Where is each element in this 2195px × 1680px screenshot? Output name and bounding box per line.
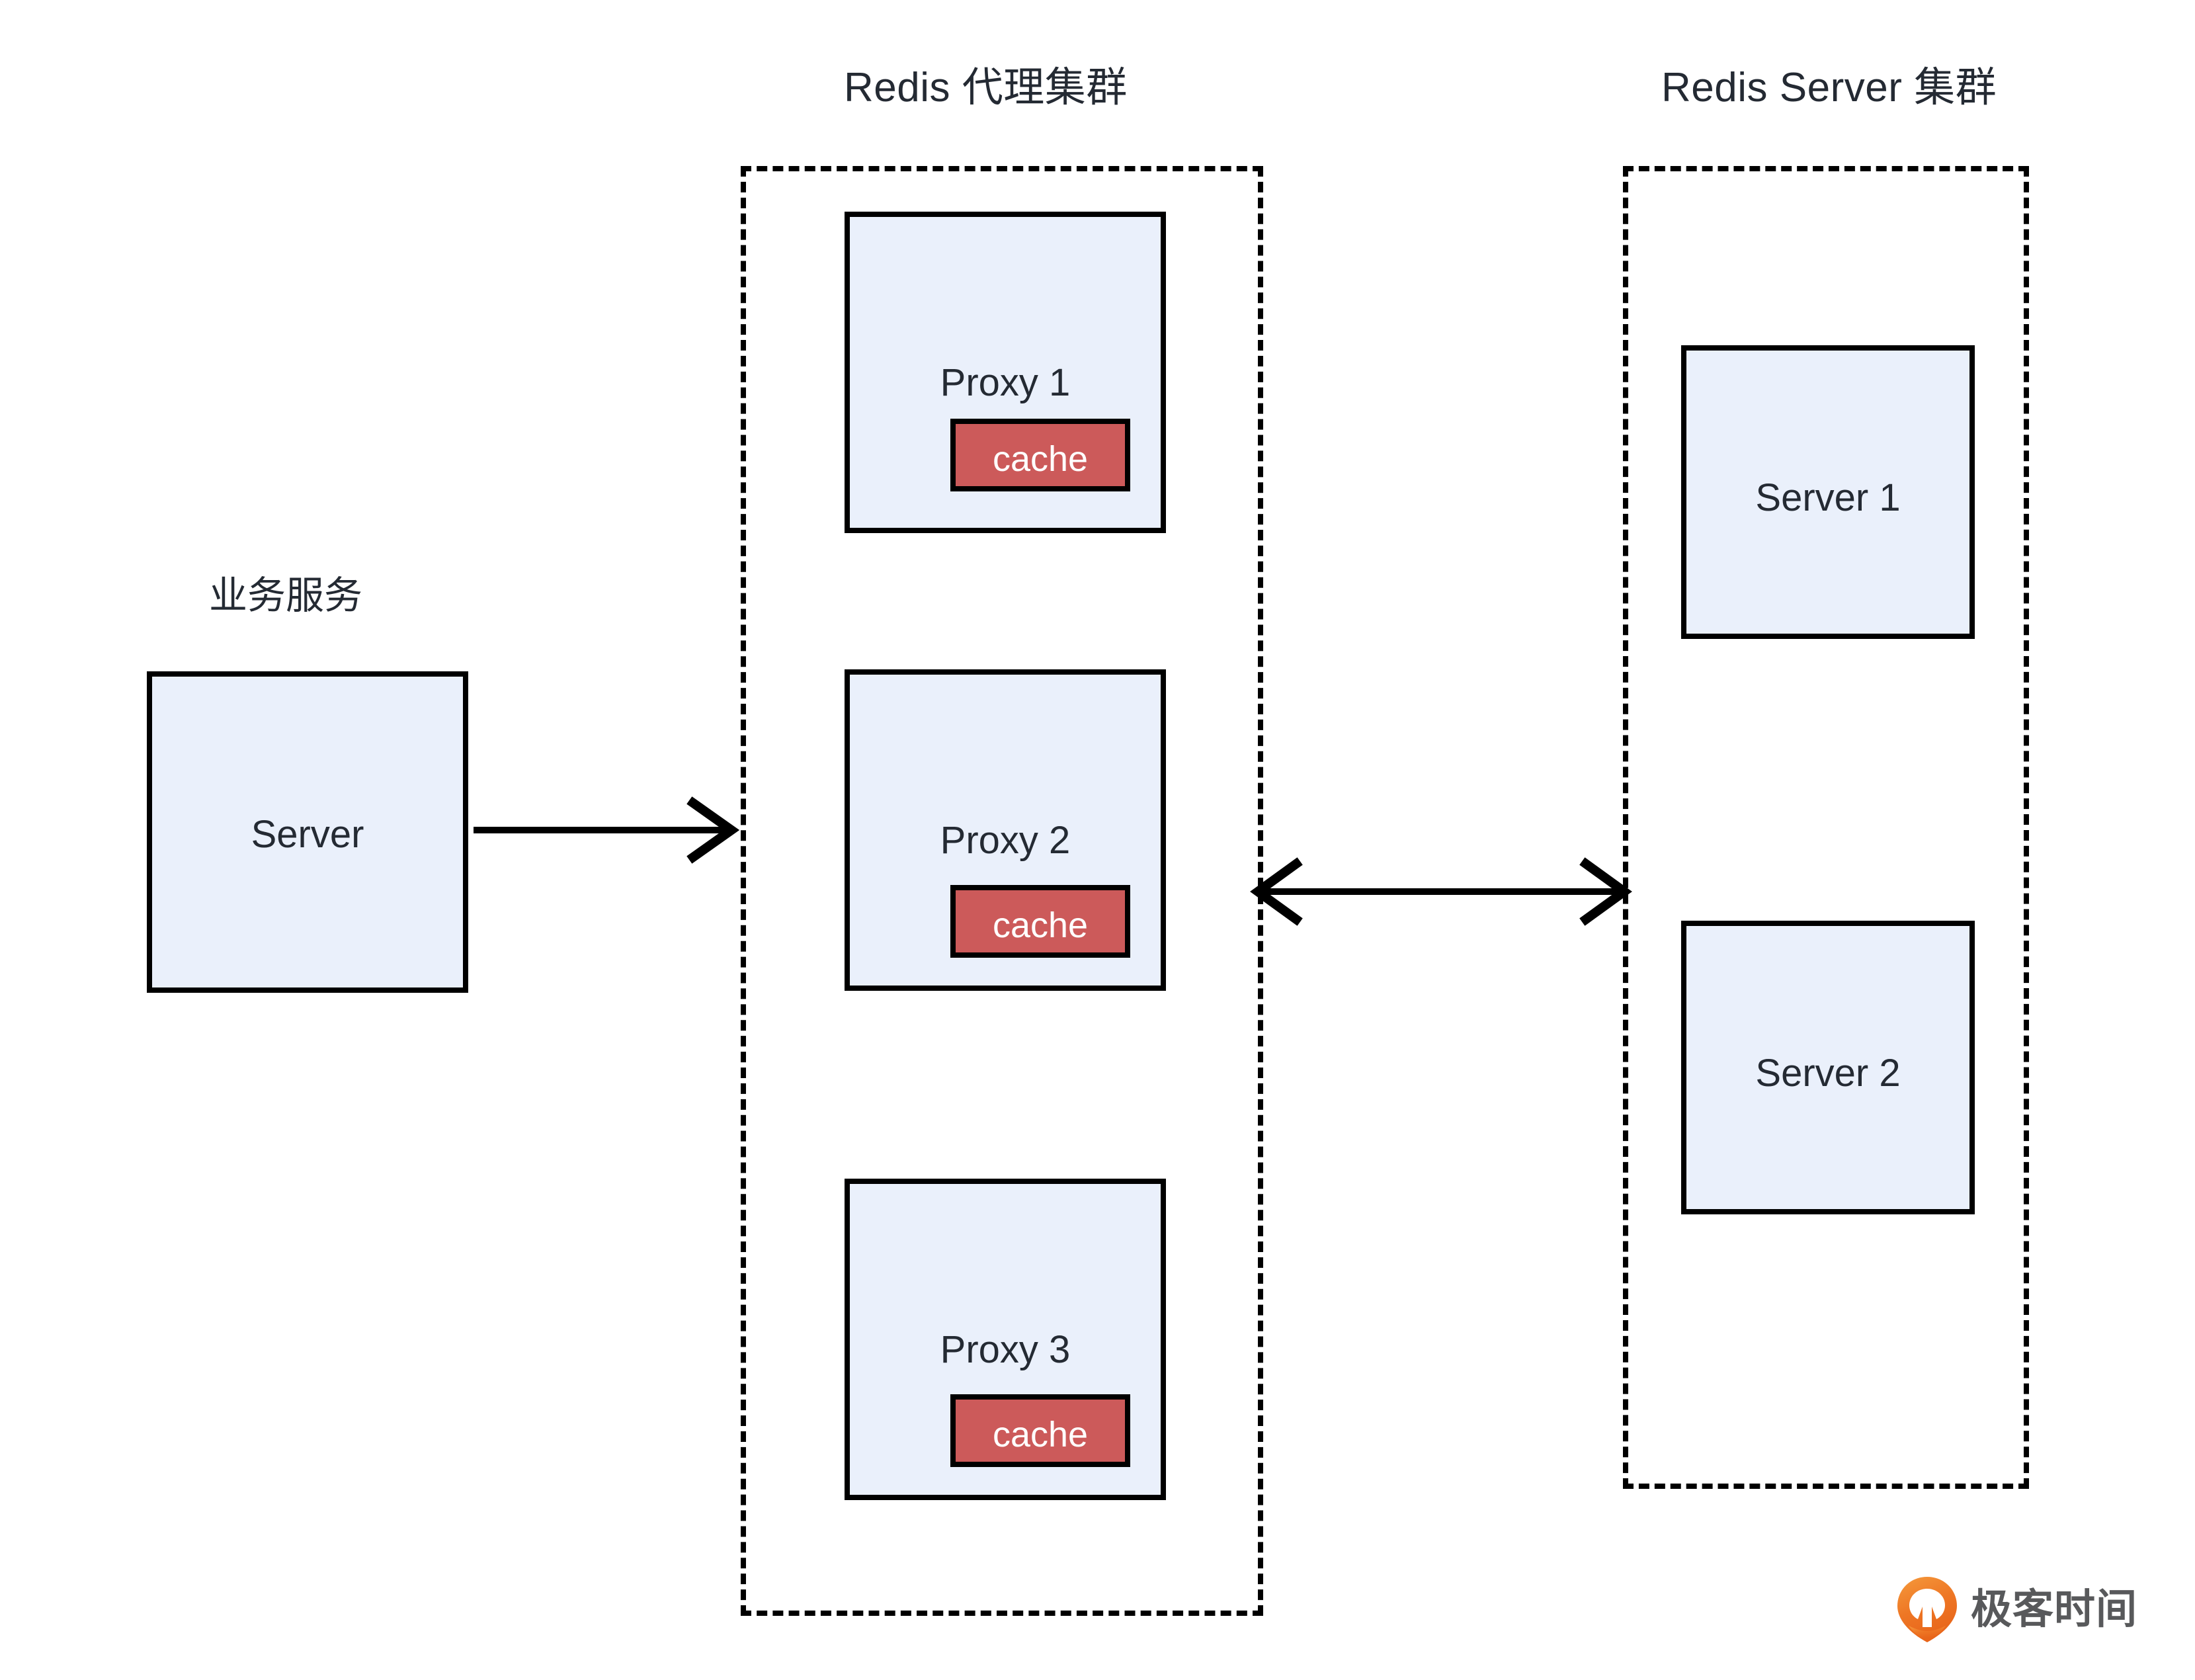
business-service-label: 业务服务 <box>209 574 363 617</box>
proxy-3-cache-label: cache <box>992 1415 1089 1454</box>
arrow-head-right <box>1579 857 1632 926</box>
arrow-head-right <box>686 796 740 864</box>
redis-server-2-label: Server 2 <box>1755 1052 1901 1095</box>
arrow-proxy-to-redis-cluster <box>1250 857 1632 926</box>
geektime-pin-logo-icon <box>1897 1577 1957 1642</box>
server-cluster-title: Redis Server 集群 <box>1661 65 1997 110</box>
arrow-head-left <box>1250 857 1303 926</box>
proxy-node-3[interactable]: Proxy 3 cache <box>845 1179 1166 1500</box>
redis-server-node-2[interactable]: Server 2 <box>1681 921 1975 1214</box>
proxy-1-cache-box[interactable]: cache <box>950 419 1130 491</box>
arrow-business-to-proxy-cluster <box>474 796 740 864</box>
proxy-1-cache-label: cache <box>992 439 1089 479</box>
watermark: 极客时间 <box>1895 1575 2137 1644</box>
proxy-3-cache-box[interactable]: cache <box>950 1394 1130 1467</box>
proxy-2-cache-label: cache <box>992 905 1089 945</box>
proxy-3-label: Proxy 3 <box>940 1328 1071 1371</box>
watermark-brand-text: 极客时间 <box>1971 1587 2138 1632</box>
proxy-node-2[interactable]: Proxy 2 cache <box>845 669 1166 991</box>
proxy-1-label: Proxy 1 <box>940 361 1071 404</box>
proxy-2-label: Proxy 2 <box>940 819 1071 862</box>
redis-server-cluster-container <box>1623 166 2029 1489</box>
redis-server-node-1[interactable]: Server 1 <box>1681 345 1975 639</box>
proxy-cluster-title: Redis 代理集群 <box>844 65 1128 110</box>
proxy-2-cache-box[interactable]: cache <box>950 885 1130 958</box>
proxy-node-1[interactable]: Proxy 1 cache <box>845 212 1166 533</box>
redis-server-1-label: Server 1 <box>1755 476 1901 519</box>
business-server-node[interactable]: Server <box>147 671 468 993</box>
business-server-label: Server <box>251 813 364 856</box>
